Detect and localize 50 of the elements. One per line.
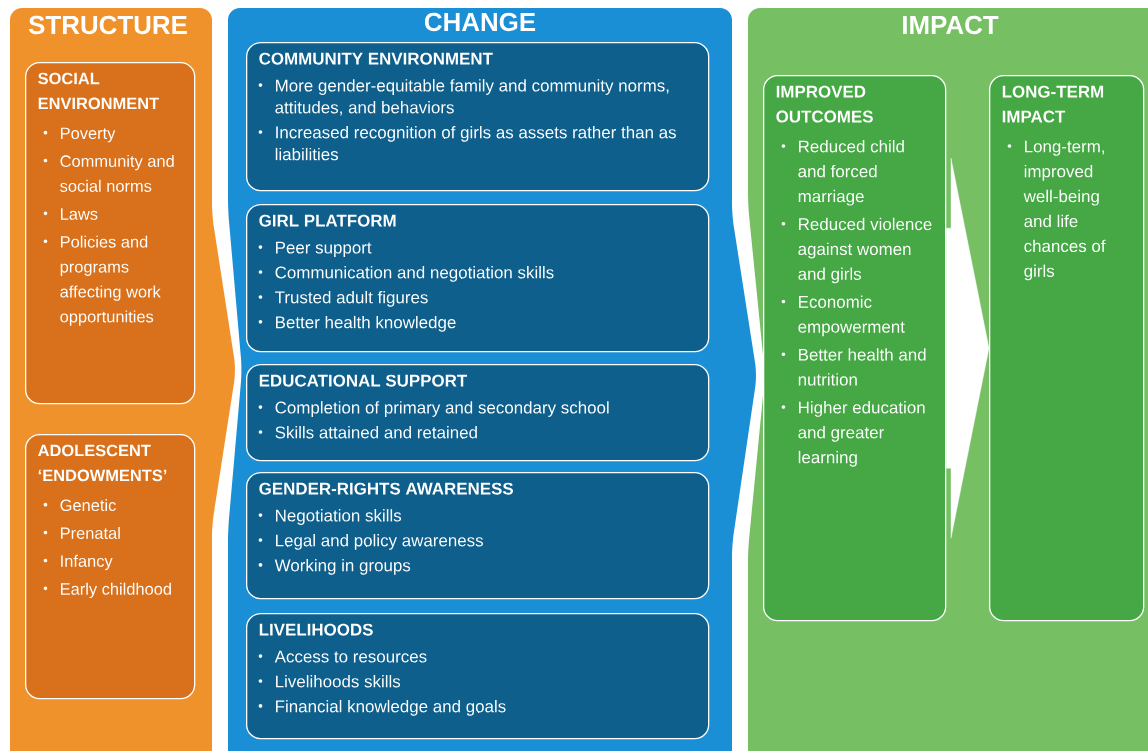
bullet-item: Prenatal [43, 526, 120, 539]
panel-title: IMPACT [903, 15, 999, 35]
bullet-item: Economic empowerment [781, 295, 905, 337]
bullet-item: Better health and nutrition [781, 348, 926, 386]
bullet-item: Poverty [43, 127, 116, 143]
category-box [763, 75, 947, 622]
bullet-item: Financial knowledge and goals [258, 699, 506, 716]
bullet-item: Livelihoods skills [258, 675, 401, 688]
bullet-item: Completion of primary and secondary school [258, 401, 609, 417]
box-heading: LIVELIHOODS [259, 623, 373, 636]
bullet-item: Working in groups [258, 558, 411, 575]
category-box [25, 62, 196, 405]
bullet-item: Community and social norms [43, 154, 174, 192]
bullet-item: Genetic [43, 499, 116, 512]
box-heading: SOCIAL ENVIRONMENT [38, 72, 159, 110]
box-heading: ADOLESCENT ‘ENDOWMENTS’ [38, 444, 167, 482]
category-box [246, 613, 710, 740]
bullet-item: Better health knowledge [258, 315, 456, 332]
block-arrow [946, 157, 990, 539]
bullet-item: Trusted adult figures [258, 290, 428, 307]
box-heading: GENDER-RIGHTS AWARENESS [259, 482, 513, 495]
bullet-item: Skills attained and retained [258, 426, 477, 439]
category-box [246, 472, 710, 600]
box-heading: IMPROVED OUTCOMES [776, 85, 873, 123]
bullet-item: Peer support [258, 241, 372, 257]
category-box [246, 42, 710, 192]
bullet-item: More gender-equitable family and community norms, attitudes, and behaviors [258, 79, 669, 116]
bullet-item: Infancy [43, 554, 113, 571]
box-heading: EDUCATIONAL SUPPORT [259, 374, 468, 387]
bullet-item: Policies and programs affecting work opportunities [43, 235, 161, 326]
panel-title: STRUCTURE [28, 15, 187, 35]
bullet-item: Communication and negotiation skills [258, 266, 554, 282]
bullet-item: Increased recognition of girls as assets rather than as liabilities [258, 125, 676, 161]
bullet-item: Legal and policy awareness [258, 534, 483, 550]
bullet-item: Reduced violence against women and girls [781, 217, 932, 284]
bullet-item: Access to resources [258, 650, 427, 663]
box-heading: GIRL PLATFORM [259, 214, 396, 227]
bullet-item: Laws [43, 208, 98, 220]
box-heading: COMMUNITY ENVIRONMENT [259, 52, 493, 65]
bullet-item: Higher education and greater learning [781, 401, 925, 467]
bullet-item: Early childhood [43, 582, 171, 599]
category-box [989, 75, 1145, 622]
bullet-item: Negotiation skills [258, 509, 402, 525]
category-box [246, 204, 710, 353]
category-box [25, 434, 196, 700]
box-heading: LONG-TERM IMPACT [1002, 85, 1104, 123]
bullet-item: Reduced child and forced marriage [781, 140, 904, 206]
category-box [246, 364, 710, 462]
panel-title: CHANGE [424, 12, 536, 32]
bullet-item: Long-term, improved well-being and life chances of girls [1007, 140, 1106, 281]
